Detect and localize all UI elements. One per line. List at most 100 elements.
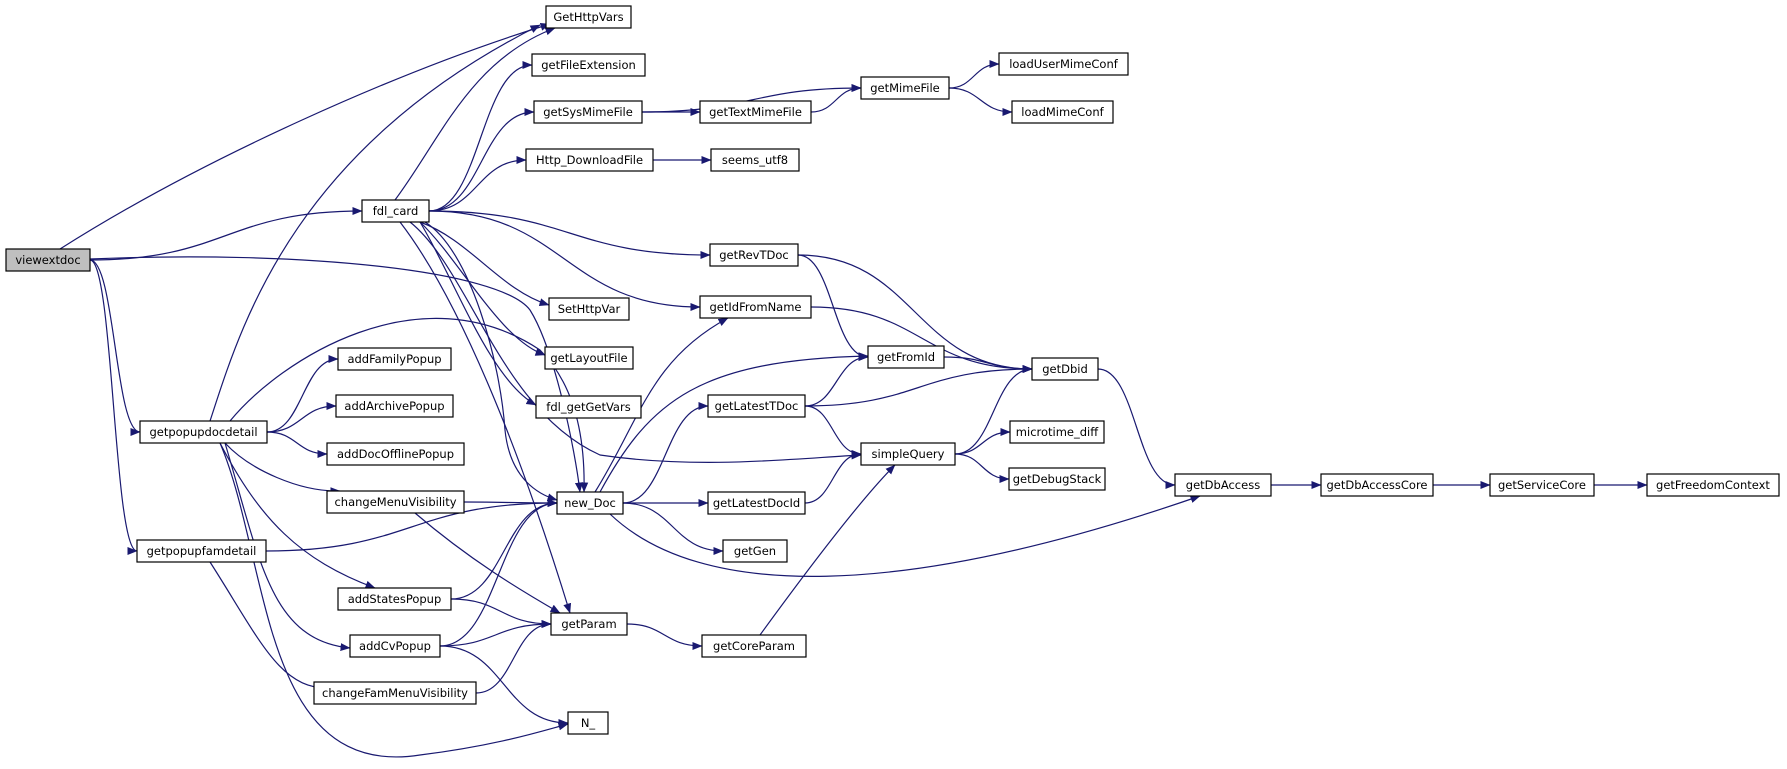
node-box [545,5,632,29]
node-box [707,394,806,418]
edge-new_Doc-to-getLatestTDoc [622,402,709,504]
node-label: new_Doc [564,496,616,510]
edge-new_Doc-to-getIdFromName [594,317,729,493]
edge-getMimeFile-to-loadUserMimeConf [948,60,1000,89]
node-getCoreParam[interactable]: getCoreParam [701,634,807,658]
node-box [699,295,812,319]
node-box [707,491,806,515]
node-addFamilyPopup[interactable]: addFamilyPopup [337,347,452,371]
node-GetHttpVars[interactable]: GetHttpVars [545,5,632,29]
node-getTextMimeFile[interactable]: getTextMimeFile [699,100,812,124]
node-label: getGen [734,544,776,558]
node-getIdFromName[interactable]: getIdFromName [699,295,812,319]
edge-getpopupdocdetail-to-addCvPopup [224,442,351,652]
node-viewextdoc[interactable]: viewextdoc [5,248,91,272]
edge-getpopupdocdetail-to-addFamilyPopup [266,355,339,433]
node-label: getFromId [877,350,935,364]
node-box [860,442,956,466]
node-label: getDbAccessCore [1326,478,1427,492]
node-box [1646,473,1780,497]
edge-fdl_card-to-GetHttpVars [394,27,556,201]
node-getDbAccess[interactable]: getDbAccess [1174,473,1272,497]
edge-addCvPopup-to-new_Doc [439,499,558,647]
node-label: getLatestDocId [713,496,800,510]
node-seems_utf8[interactable]: seems_utf8 [710,148,800,172]
node-getFromId[interactable]: getFromId [867,345,945,369]
node-label: viewextdoc [15,253,80,267]
node-box [1008,467,1106,491]
node-getSysMimeFile[interactable]: getSysMimeFile [533,100,643,124]
node-label: getpopupdocdetail [149,425,257,439]
node-getServiceCore[interactable]: getServiceCore [1489,473,1595,497]
node-getFileExtension[interactable]: getFileExtension [531,53,646,77]
edge-fdl_card-to-new_Doc [424,221,558,502]
node-label: getFreedomContext [1656,478,1770,492]
node-box [326,442,465,466]
node-getDbAccessCore[interactable]: getDbAccessCore [1320,473,1434,497]
node-box [533,100,643,124]
node-label: loadUserMimeConf [1009,57,1119,71]
node-getGen[interactable]: getGen [722,539,788,563]
node-Http_DownloadFile[interactable]: Http_DownloadFile [525,148,654,172]
node-addDocOfflinePopup[interactable]: addDocOfflinePopup [326,442,465,466]
node-box [860,76,950,100]
node-loadUserMimeConf[interactable]: loadUserMimeConf [998,52,1129,76]
node-addStatesPopup[interactable]: addStatesPopup [337,587,452,611]
node-fdl_getGetVars[interactable]: fdl_getGetVars [535,395,642,419]
node-label: addStatesPopup [348,592,442,606]
node-getDbid[interactable]: getDbid [1031,357,1099,381]
node-label: addFamilyPopup [347,352,441,366]
edge-viewextdoc-to-fdl_card [89,207,363,261]
node-loadMimeConf[interactable]: loadMimeConf [1011,100,1114,124]
node-fdl_card[interactable]: fdl_card [361,199,430,223]
node-getMimeFile[interactable]: getMimeFile [860,76,950,100]
node-box [1031,357,1099,381]
edge-getFromId-to-getDbid [943,356,1033,373]
node-box [1011,100,1114,124]
node-addArchivePopup[interactable]: addArchivePopup [335,394,454,418]
node-label: seems_utf8 [722,153,788,167]
node-box [5,248,91,272]
edge-new_Doc-to-getFromId [599,352,869,493]
edge-fdl_card-to-Http_DownloadFile [428,156,527,212]
node-label: GetHttpVars [553,10,623,24]
edge-getpopupdocdetail-to-GetHttpVars [209,24,541,422]
node-box [550,612,628,636]
node-box [337,587,452,611]
node-getpopupdocdetail[interactable]: getpopupdocdetail [139,420,268,444]
node-box [548,297,630,321]
node-box [525,148,654,172]
node-box [709,243,799,267]
node-getParam[interactable]: getParam [550,612,628,636]
edge-fdl_card-to-getLayoutFile [419,221,546,356]
node-addCvPopup[interactable]: addCvPopup [349,634,441,658]
node-label: getIdFromName [710,300,802,314]
node-getFreedomContext[interactable]: getFreedomContext [1646,473,1780,497]
edge-simpleQuery-to-getDbid [954,365,1033,455]
node-microtime_diff[interactable]: microtime_diff [1009,420,1105,444]
node-label: N_ [581,716,596,730]
node-box [701,634,807,658]
node-new_Doc[interactable]: new_Doc [556,491,624,515]
edge-new_Doc-to-getDbAccess [609,495,1201,577]
edge-getSysMimeFile-to-getMimeFile [641,84,862,113]
node-N_[interactable]: N_ [567,711,609,735]
node-getLayoutFile[interactable]: getLayoutFile [544,346,634,370]
node-getLatestDocId[interactable]: getLatestDocId [707,491,806,515]
node-getDebugStack[interactable]: getDebugStack [1008,467,1106,491]
node-label: getServiceCore [1498,478,1586,492]
edge-getLatestTDoc-to-getFromId [804,353,869,407]
node-changeFamMenuVisibility[interactable]: changeFamMenuVisibility [313,681,477,705]
node-box [1174,473,1272,497]
node-box [326,490,465,514]
node-SetHttpVar[interactable]: SetHttpVar [548,297,630,321]
edge-getMimeFile-to-loadMimeConf [948,87,1013,116]
edge-getpopupdocdetail-to-addStatesPopup [219,442,376,589]
node-label: fdl_card [373,204,419,218]
node-getRevTDoc[interactable]: getRevTDoc [709,243,799,267]
node-changeMenuVisibility[interactable]: changeMenuVisibility [326,490,465,514]
node-label: addDocOfflinePopup [337,447,454,461]
node-simpleQuery[interactable]: simpleQuery [860,442,956,466]
node-getLatestTDoc[interactable]: getLatestTDoc [707,394,806,418]
node-getpopupfamdetail[interactable]: getpopupfamdetail [136,539,267,563]
